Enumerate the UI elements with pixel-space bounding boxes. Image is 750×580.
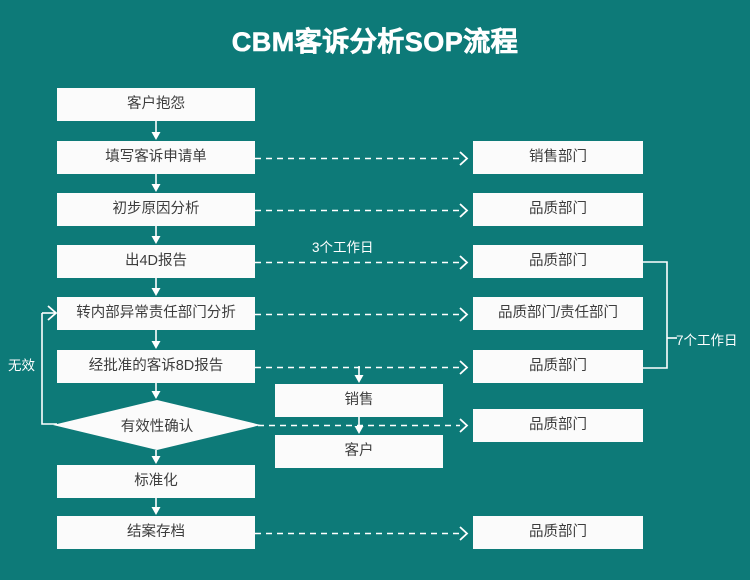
seven-days-bracket — [643, 261, 677, 369]
arrow-down-5 — [151, 330, 161, 349]
arrow-down-8 — [151, 498, 161, 515]
edge-label-invalid: 无效 — [8, 358, 35, 373]
edge-label-three-working-days: 3个工作日 — [312, 240, 374, 255]
dashed-arrow-to-quality-dept-3 — [255, 360, 469, 375]
arrow-down-1 — [151, 121, 161, 140]
middle-node-customer[interactable]: 客户 — [275, 435, 443, 468]
responsibility-node-quality-dept-4[interactable]: 品质部门 — [473, 409, 643, 442]
process-node-customer-complaint[interactable]: 客户抱怨 — [57, 88, 255, 121]
arrow-down-6 — [151, 383, 161, 399]
arrow-down-3 — [151, 226, 161, 244]
edge-label-seven-working-days: 7个工作日 — [676, 333, 738, 348]
responsibility-node-quality-dept-3[interactable]: 品质部门 — [473, 350, 643, 383]
responsibility-node-sales-dept[interactable]: 销售部门 — [473, 141, 643, 174]
process-node-case-closure-archive[interactable]: 结案存档 — [57, 516, 255, 549]
process-node-preliminary-cause-analysis[interactable]: 初步原因分析 — [57, 193, 255, 226]
dashed-arrow-to-quality-dept-2 — [255, 255, 469, 270]
responsibility-node-quality-dept-1[interactable]: 品质部门 — [473, 193, 643, 226]
responsibility-node-quality-dept-5[interactable]: 品质部门 — [473, 516, 643, 549]
responsibility-node-quality-and-responsible-dept[interactable]: 品质部门/责任部门 — [473, 297, 643, 330]
dashed-arrow-to-quality-dept-5 — [255, 526, 469, 541]
page-title: CBM客诉分析SOP流程 — [231, 27, 519, 58]
invalid-feedback-loop-arrow — [41, 305, 58, 425]
dashed-arrow-to-sales-dept — [255, 151, 469, 166]
arrow-down-2 — [151, 174, 161, 192]
process-node-standardization[interactable]: 标准化 — [57, 465, 255, 498]
dashed-arrow-to-quality-dept-1 — [255, 203, 469, 218]
diamond-shape — [53, 400, 261, 450]
dashed-arrow-to-quality-and-responsible-dept — [255, 307, 469, 322]
arrow-down-7 — [151, 450, 161, 464]
process-node-4d-report[interactable]: 出4D报告 — [57, 245, 255, 278]
process-node-fill-complaint-form[interactable]: 填写客诉申请单 — [57, 141, 255, 174]
process-node-approved-8d-report[interactable]: 经批准的客诉8D报告 — [57, 350, 255, 383]
process-node-effectiveness-confirmation[interactable]: 有效性确认 — [53, 400, 261, 450]
process-node-transfer-internal-responsible-dept[interactable]: 转内部异常责任部门分折 — [57, 297, 255, 330]
middle-node-sales[interactable]: 销售 — [275, 384, 443, 417]
arrow-down-4 — [151, 278, 161, 296]
responsibility-node-quality-dept-2[interactable]: 品质部门 — [473, 245, 643, 278]
dashed-arrow-diamond-to-quality-dept-4 — [258, 418, 469, 433]
